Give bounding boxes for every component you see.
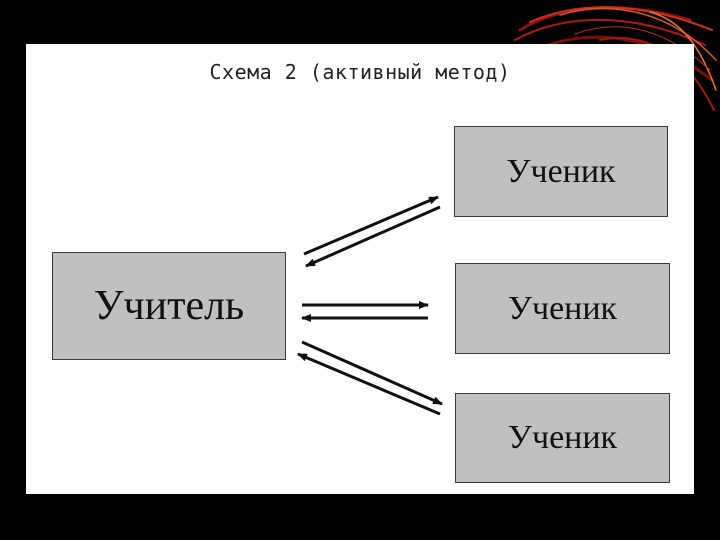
arrow-teacher-to-student-3 (302, 342, 442, 404)
slide: Схема 2 (активный метод) Учитель Ученик … (26, 44, 694, 494)
arrow-student-1-to-teacher (306, 207, 440, 266)
arrow-student-3-to-teacher (298, 354, 440, 414)
arrows (26, 44, 694, 494)
arrow-teacher-to-student-1 (304, 197, 438, 254)
